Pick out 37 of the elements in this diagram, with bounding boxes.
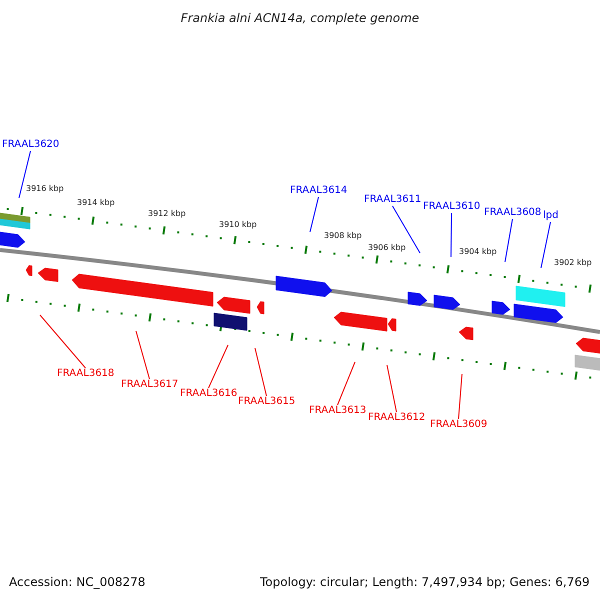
leader-line bbox=[310, 196, 319, 232]
gene-label: FRAAL3615 bbox=[238, 397, 296, 407]
gene-label: FRAAL3617 bbox=[121, 380, 178, 390]
gene-label: FRAAL3610 bbox=[423, 202, 480, 212]
leader-line bbox=[208, 344, 228, 388]
gene-label: FRAAL3608 bbox=[484, 208, 542, 218]
accession-text: Accession: NC_008278 bbox=[9, 576, 146, 588]
leader-line bbox=[450, 212, 452, 258]
scale-label: 3910 kbp bbox=[219, 221, 257, 229]
gene-label: FRAAL3618 bbox=[57, 369, 114, 379]
gene-label: lpd bbox=[543, 211, 558, 221]
scale-label: 3906 kbp bbox=[368, 244, 406, 252]
leader-line bbox=[386, 364, 397, 412]
gene-label: FRAAL3611 bbox=[364, 195, 422, 205]
genome-info-text: Topology: circular; Length: 7,497,934 bp; Genes: 6,769 bbox=[260, 576, 590, 588]
gene-label: FRAAL3609 bbox=[430, 420, 488, 430]
leader-line bbox=[136, 330, 150, 380]
leader-line bbox=[40, 314, 86, 368]
gene-label: FRAAL3613 bbox=[309, 406, 366, 416]
gene-label: FRAAL3614 bbox=[290, 186, 348, 196]
leader-line bbox=[504, 218, 513, 262]
scale-label: 3914 kbp bbox=[77, 199, 115, 207]
scale-label: 3912 kbp bbox=[148, 210, 186, 218]
gene-label: FRAAL3612 bbox=[368, 413, 426, 423]
gene-label: FRAAL3620 bbox=[2, 140, 60, 150]
leader-line bbox=[392, 206, 420, 254]
leader-line bbox=[540, 222, 551, 268]
leader-line bbox=[337, 362, 356, 406]
scale-label: 3908 kbp bbox=[324, 232, 362, 240]
leader-line bbox=[458, 374, 462, 420]
scale-label: 3902 kbp bbox=[554, 259, 592, 267]
scale-label: 3916 kbp bbox=[26, 185, 64, 193]
diagram-title: Frankia alni ACN14a, complete genome bbox=[180, 12, 420, 24]
leader-line bbox=[254, 348, 267, 396]
scale-label: 3904 kbp bbox=[459, 248, 497, 256]
gene-label: FRAAL3616 bbox=[180, 389, 238, 399]
leader-line bbox=[18, 150, 31, 198]
